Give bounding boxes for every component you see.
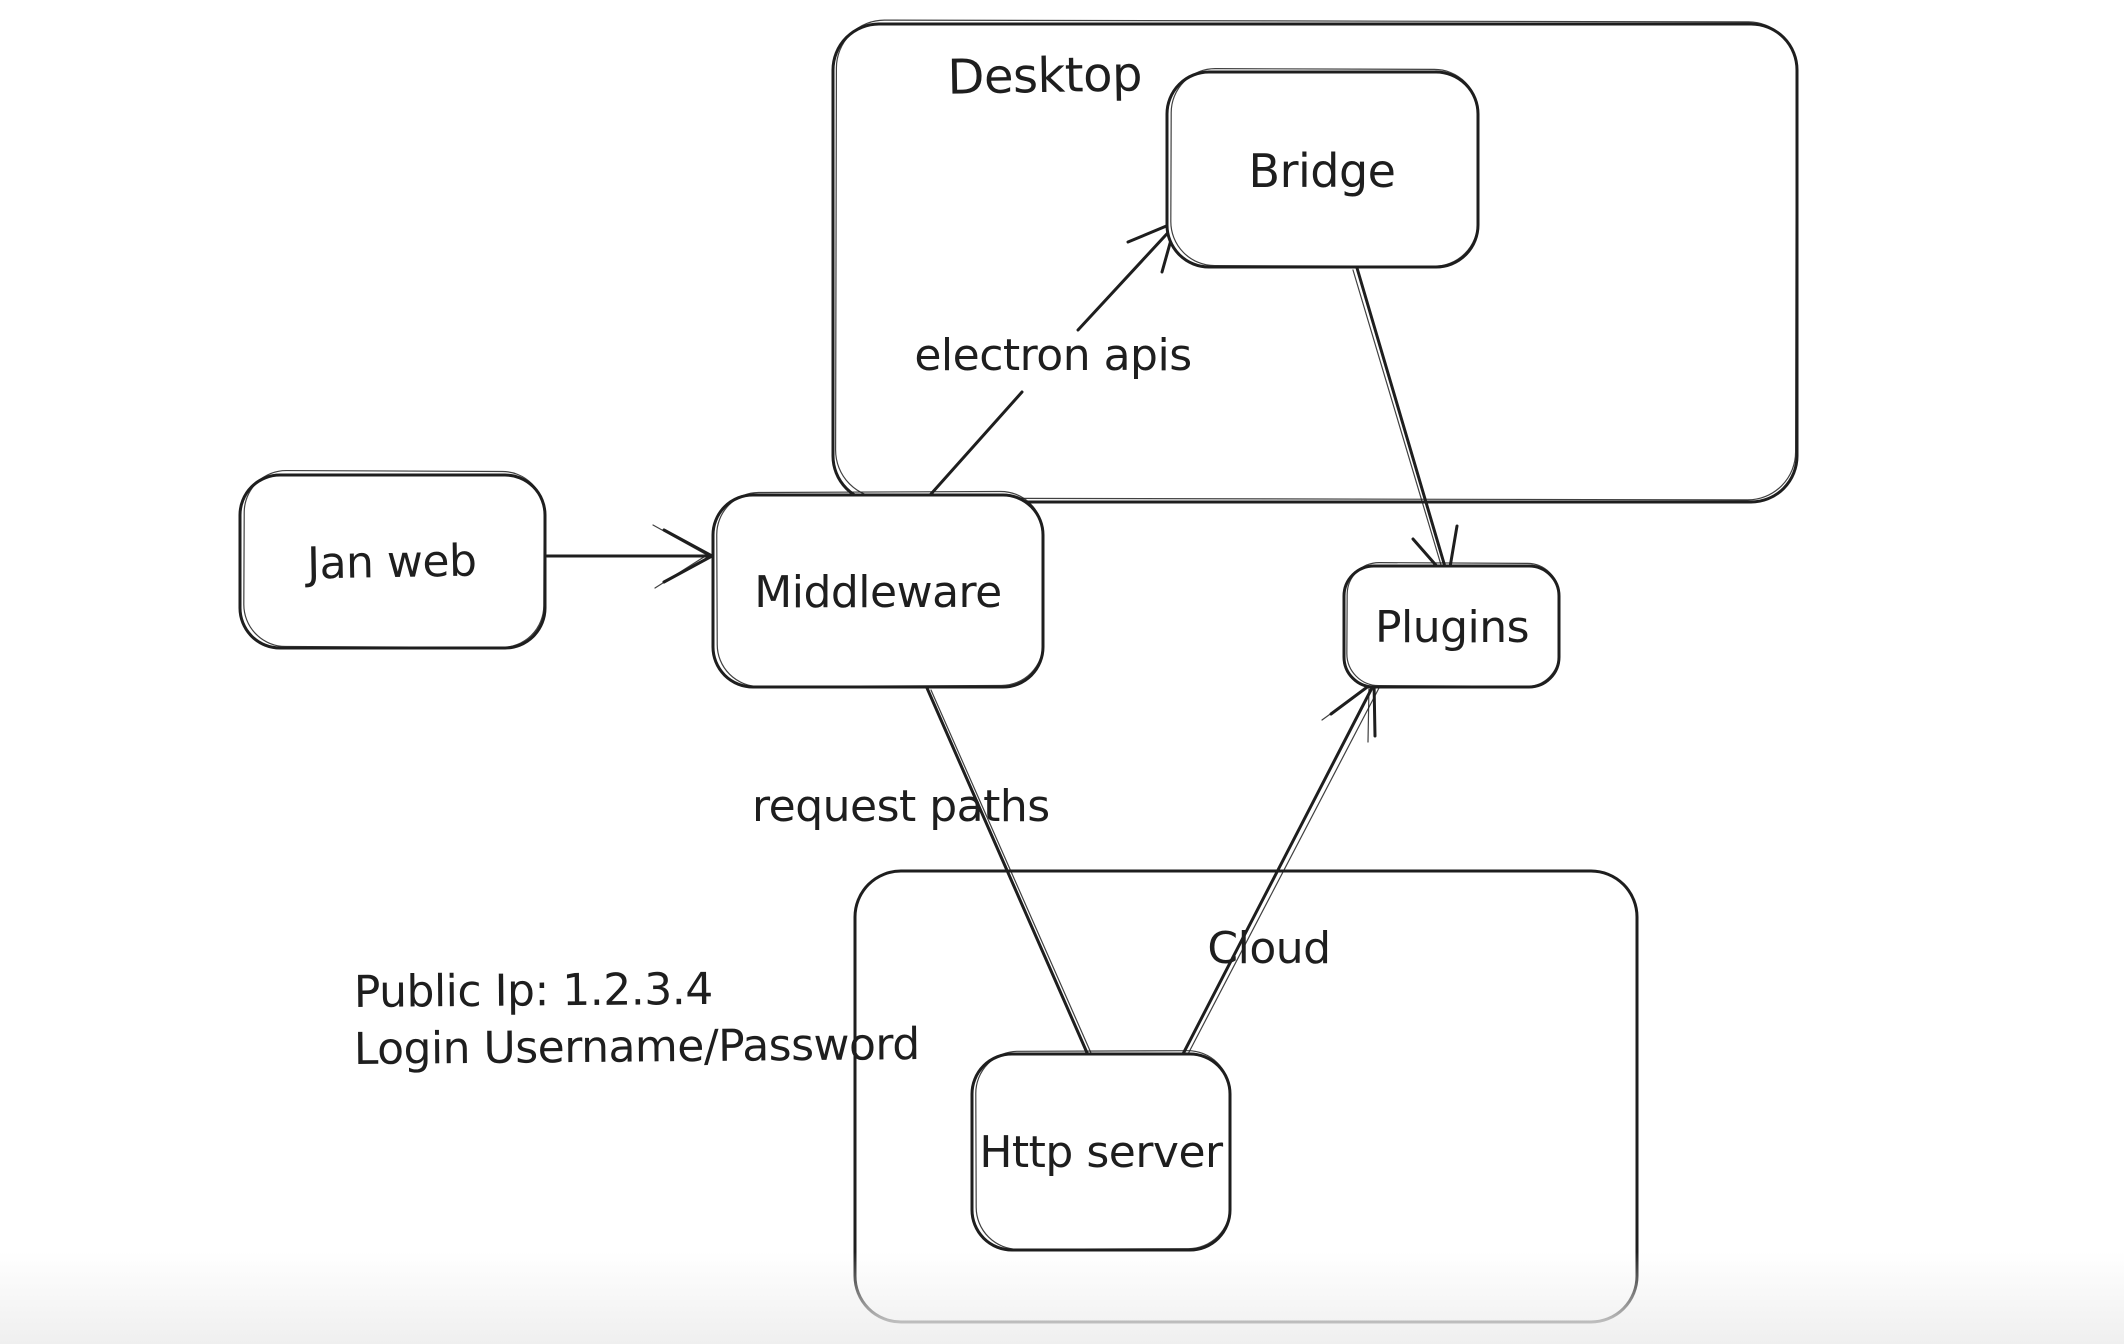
- middleware-sketch-stroke: [716, 490, 1044, 688]
- jan-web-to-middleware-arrowhead-sketch: [652, 524, 709, 589]
- node-jan-web[interactable]: Jan web: [238, 469, 547, 650]
- cloud-container-label: Cloud: [1207, 923, 1330, 974]
- middleware-to-bridge-line-lower: [929, 390, 1024, 496]
- bridge-sketch-stroke: [1170, 68, 1479, 267]
- bottom-fade-overlay: [0, 1252, 2124, 1344]
- http-server-sketch-stroke: [975, 1050, 1231, 1250]
- http-server-to-plugins-line: [1181, 682, 1376, 1056]
- http-server-label: Http server: [979, 1127, 1224, 1178]
- jan-web-sketch-stroke: [243, 469, 545, 649]
- annotation-credentials[interactable]: Public Ip: 1.2.3.4 Login Username/Passwo…: [354, 964, 920, 1075]
- container-desktop[interactable]: Desktop: [831, 19, 1799, 504]
- bridge-label: Bridge: [1249, 144, 1396, 198]
- jan-web-label: Jan web: [304, 536, 477, 590]
- edge-middleware-to-http-server[interactable]: [925, 686, 1092, 1057]
- bridge-to-plugins-sketch: [1352, 269, 1445, 576]
- node-bridge[interactable]: Bridge: [1165, 68, 1480, 269]
- desktop-container-sketch-stroke: [835, 19, 1797, 501]
- middleware-to-http-server-line: [925, 686, 1090, 1057]
- jan-web-box[interactable]: [238, 473, 547, 650]
- plugins-sketch-stroke: [1346, 562, 1560, 687]
- login-text: Login Username/Password: [354, 1019, 920, 1075]
- middleware-to-bridge-line-upper: [1076, 222, 1178, 332]
- request-paths-label: request paths: [752, 781, 1050, 832]
- node-http-server[interactable]: Http server: [970, 1050, 1232, 1252]
- electron-apis-label: electron apis: [914, 330, 1191, 381]
- edge-middleware-to-bridge[interactable]: electron apis: [914, 220, 1192, 496]
- middleware-label: Middleware: [754, 567, 1001, 618]
- bridge-to-plugins-line: [1355, 266, 1450, 579]
- middleware-to-http-server-sketch: [930, 689, 1092, 1054]
- http-server-to-plugins-sketch: [1187, 687, 1380, 1055]
- node-middleware[interactable]: Middleware: [711, 490, 1045, 689]
- desktop-container-label: Desktop: [947, 46, 1142, 105]
- node-plugins[interactable]: Plugins: [1342, 562, 1561, 689]
- plugins-label: Plugins: [1375, 602, 1529, 653]
- desktop-container-box[interactable]: [831, 22, 1799, 504]
- public-ip-text: Public Ip: 1.2.3.4: [354, 964, 713, 1018]
